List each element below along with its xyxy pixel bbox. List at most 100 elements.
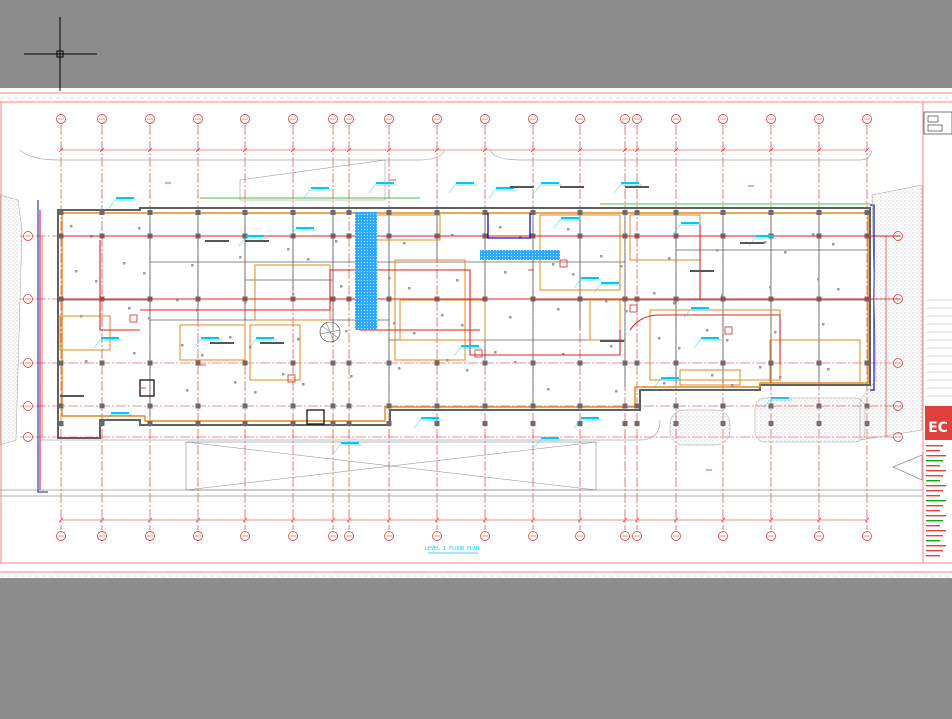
fixture-mark [70,225,73,228]
annotation-text-mark [201,337,219,339]
annotation-arrow [673,224,681,234]
fixture-mark [461,324,464,327]
annotation-text-mark [256,337,274,339]
structural-column [290,403,296,409]
annotation-arrow [288,229,296,239]
fixture-mark [711,374,714,377]
dimension-tick [195,147,201,153]
dimension-tick [720,517,726,523]
structural-column [634,210,640,215]
title-block-text [926,535,943,537]
fixture-mark [567,228,570,231]
fixture-mark [302,383,305,386]
title-block-text [926,555,940,557]
dimension-tick [195,517,201,523]
annotation-arrow [653,379,661,389]
fixture-mark [620,265,623,268]
fixture-mark [297,338,300,341]
dimension-tick [720,147,726,153]
site-road-edge [40,419,661,441]
room-label-mark [210,342,234,344]
dimension-tick [147,517,153,523]
structural-column [577,403,583,409]
annotation-text-mark [541,182,559,184]
dimension-tick [346,517,352,523]
structural-column [634,403,640,409]
fixture-mark [282,373,285,376]
fixture-mark [345,330,348,333]
fixture-mark [673,302,676,305]
room-partition [249,324,301,381]
dimension-tick [242,147,248,153]
dimension-tick [577,147,583,153]
fixture-mark [413,332,416,335]
annotation-text-mark [581,417,599,419]
equipment-box [559,259,568,268]
fixture-mark [191,264,194,267]
structural-column [816,360,822,366]
dimension-tick [434,147,440,153]
structural-column [386,360,392,366]
structural-column [58,403,64,409]
fixture-mark [557,308,560,311]
structural-column [434,210,440,215]
annotation-text-mark [341,442,359,444]
structural-column [290,210,296,215]
dimension-tick [816,517,822,523]
structural-column [530,403,536,409]
equipment-box [129,314,138,323]
structural-column [290,360,296,366]
title-block-text [926,480,940,482]
structural-column [58,210,64,215]
title-block-text [926,445,943,447]
structural-column [242,360,248,366]
room-label-mark [205,240,229,242]
title-block-text [926,495,940,497]
structural-column [816,210,822,215]
structural-column [482,403,488,409]
structural-column [242,403,248,409]
company-logo-text: EC [928,420,948,436]
fixture-mark [832,243,835,246]
fixture-mark [731,384,734,387]
equipment-box [287,374,296,383]
fixture-mark [335,240,338,243]
fixture-mark [678,347,681,350]
annotation-text-mark [376,182,394,184]
structural-column [482,210,488,215]
annotation-text-mark [311,187,329,189]
title-block-text [926,520,943,522]
annotation-arrow [238,237,246,247]
room-label-mark [510,186,534,188]
fixture-mark [668,257,671,260]
duct-line [629,314,781,365]
title-block-text [926,510,940,512]
dimension-tick [673,517,679,523]
title-block-text [926,460,943,462]
fixture-mark [610,345,613,348]
annotation-arrow [573,279,581,289]
title-block-text [926,505,943,507]
structural-column [330,210,336,215]
fixture-mark [176,299,179,302]
fixture-mark [398,367,401,370]
structural-column [577,210,583,215]
fixture-mark [350,375,353,378]
title-block-text [926,545,946,547]
structural-column [720,403,726,409]
structural-column [346,421,352,426]
annotation-arrow [683,309,691,319]
fixture-mark [605,300,608,303]
fixture-mark [292,293,295,296]
shaft-box [306,409,325,425]
structural-column [195,403,201,409]
fixture-mark [403,242,406,245]
structural-column [530,421,536,426]
fixture-mark [615,390,618,393]
ramp-outline [185,441,597,491]
annotation-text-mark [111,412,129,414]
title-block-text [926,530,946,532]
room-label-mark [690,270,714,272]
